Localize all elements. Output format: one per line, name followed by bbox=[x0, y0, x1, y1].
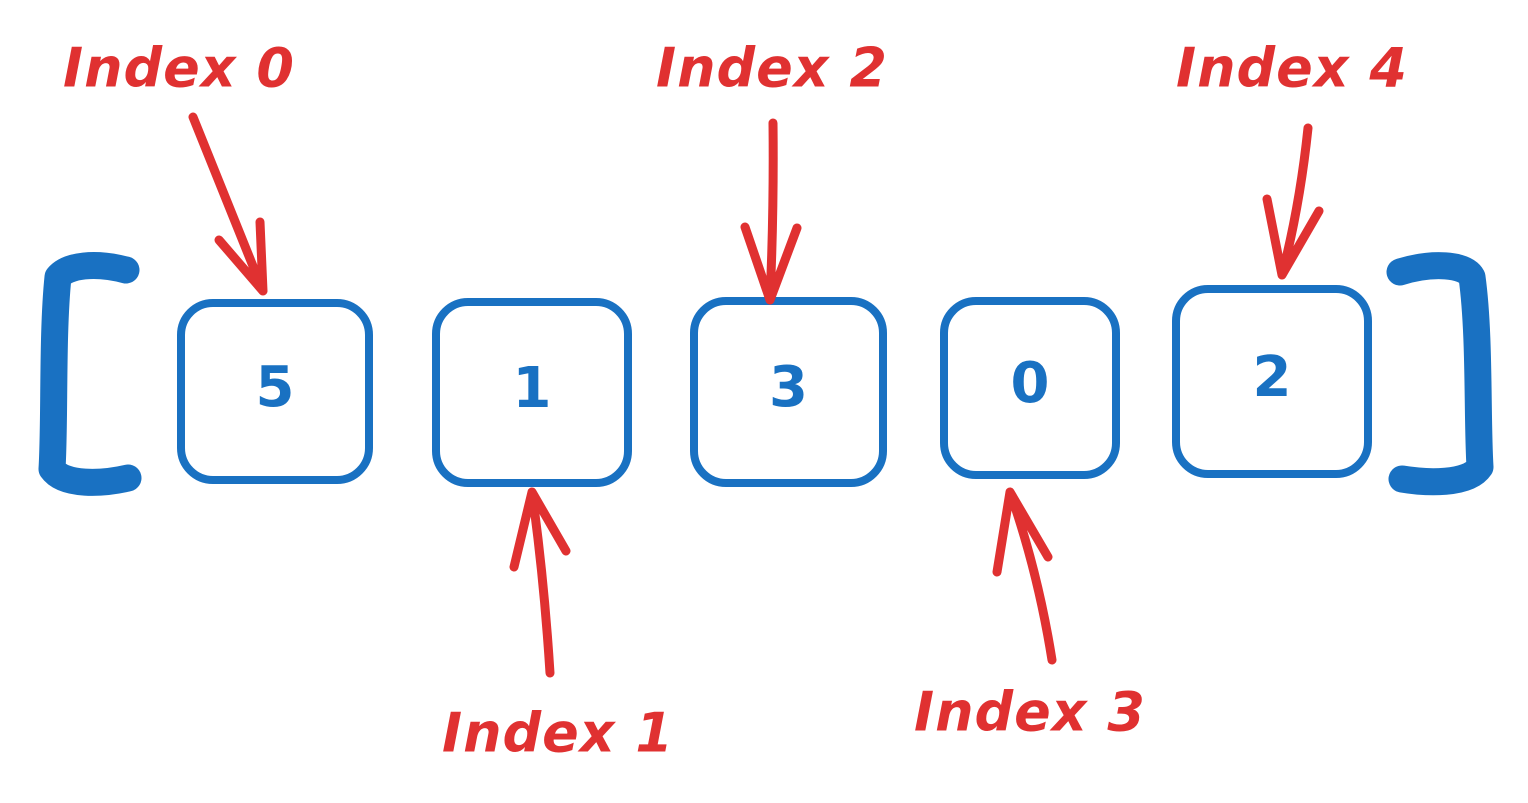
arrow-index-1 bbox=[509, 487, 571, 678]
arrow-index-4 bbox=[1262, 123, 1324, 280]
index-label-0: Index 0 bbox=[62, 36, 296, 100]
index-label-1: Index 1 bbox=[441, 701, 675, 765]
arrow-index-2 bbox=[740, 118, 802, 305]
index-label-2: Index 2 bbox=[655, 36, 889, 100]
array-cell-1-value: 1 bbox=[512, 355, 552, 421]
open-bracket bbox=[38, 252, 142, 496]
array-cell-2-value: 3 bbox=[769, 355, 808, 420]
arrow-index-0 bbox=[188, 112, 268, 296]
index-label-4: Index 4 bbox=[1175, 36, 1409, 100]
array-cell-0: 5 bbox=[177, 299, 373, 484]
array-cell-4: 2 bbox=[1172, 285, 1372, 478]
array-cell-0-value: 5 bbox=[255, 354, 295, 420]
array-cell-2: 3 bbox=[690, 297, 887, 487]
arrow-index-3 bbox=[992, 487, 1057, 665]
array-cell-3: 0 bbox=[940, 297, 1120, 479]
index-label-3: Index 3 bbox=[913, 680, 1147, 744]
array-cell-3-value: 0 bbox=[1010, 351, 1050, 416]
array-cell-4-value: 2 bbox=[1252, 344, 1292, 410]
array-cell-1: 1 bbox=[432, 298, 632, 487]
close-bracket bbox=[1386, 252, 1494, 496]
